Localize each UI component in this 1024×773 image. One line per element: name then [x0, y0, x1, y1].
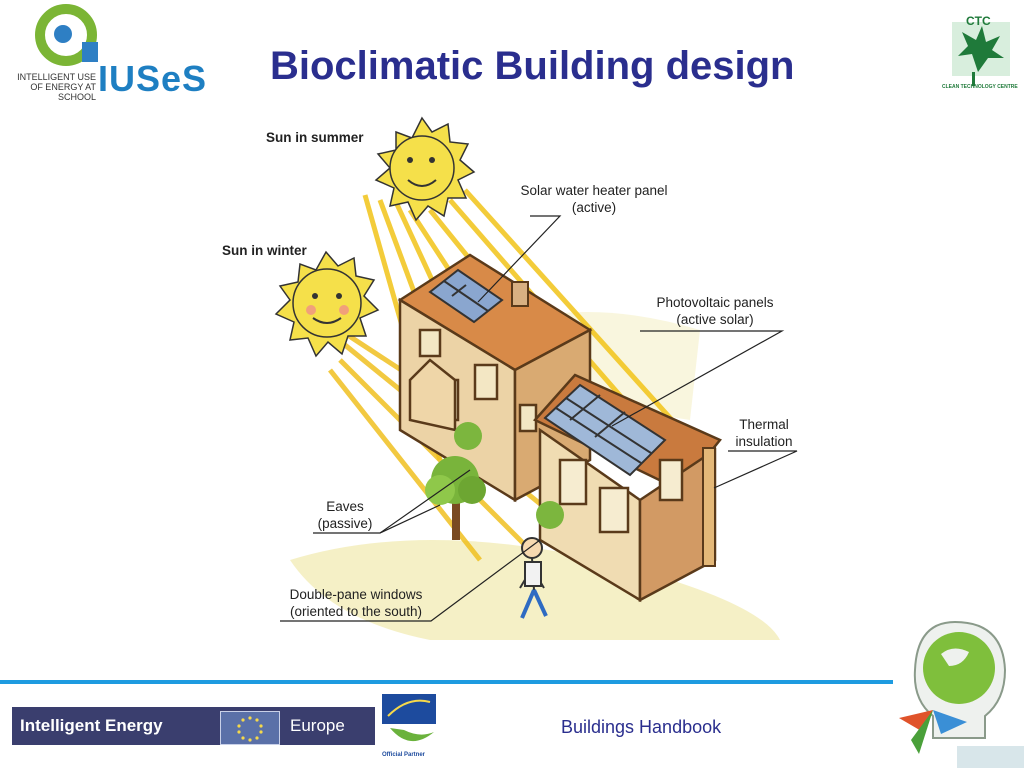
iuses-tagline-1: INTELLIGENT USE [17, 72, 96, 82]
footer-divider [0, 680, 893, 684]
partner-logo [380, 692, 438, 750]
label-photovoltaic-line2: (active solar) [676, 312, 754, 327]
intelligent-energy-banner [12, 707, 375, 745]
label-thermal-insulation-line1: Thermal [739, 417, 789, 432]
label-photovoltaic-line1: Photovoltaic panels [656, 295, 774, 310]
ctc-logo: CTC CLEAN TECHNOLOGY CENTRE [938, 14, 1018, 94]
globe-bulb-logo [893, 614, 1024, 768]
bioclimatic-house-illustration [274, 116, 798, 640]
label-thermal-insulation: Thermal insulation [728, 416, 800, 450]
label-double-pane-line1: Double-pane windows [289, 587, 423, 602]
label-photovoltaic: Photovoltaic panels (active solar) [645, 294, 785, 328]
footer-handbook-title: Buildings Handbook [561, 717, 722, 737]
tree [425, 456, 486, 540]
winter-sun [274, 250, 380, 358]
label-eaves-line1: Eaves [326, 499, 364, 514]
iuses-q-icon [35, 4, 98, 66]
label-thermal-insulation-line2: insulation [735, 434, 793, 449]
ctc-leaf-icon [952, 22, 1010, 86]
label-solar-water-heater-line2: (active) [571, 200, 617, 215]
label-double-pane-windows: Double-pane windows (oriented to the sou… [280, 586, 432, 620]
front-house [408, 358, 722, 603]
label-leader-lines [280, 215, 798, 622]
iuses-wordmark: IUSeS [98, 58, 208, 99]
official-partner-caption: Official Partner [382, 752, 426, 758]
chimney [511, 281, 529, 307]
photovoltaic-panel-array [543, 383, 667, 477]
solar-water-heater-panel [428, 268, 504, 324]
thermal-insulation-strip [702, 447, 716, 567]
europe-text: Europe [290, 716, 345, 735]
label-sun-summer: Sun in summer [266, 130, 364, 145]
label-double-pane-line2: (oriented to the south) [289, 604, 423, 619]
summer-sun [374, 116, 476, 222]
partner-swoosh-icon [382, 694, 436, 742]
label-solar-water-heater: Solar water heater panel (active) [510, 182, 678, 216]
label-eaves: Eaves (passive) [312, 498, 378, 532]
globe-lightbulb-icon [899, 620, 1024, 768]
label-eaves-line2: (passive) [317, 516, 373, 531]
ctc-text: CLEAN TECHNOLOGY CENTRE [942, 84, 1018, 90]
back-house [397, 253, 593, 503]
label-sun-winter: Sun in winter [222, 243, 307, 258]
walking-person [519, 537, 548, 619]
eu-flag-icon [220, 711, 280, 745]
iuses-logo [0, 0, 220, 100]
ctc-badge: CTC [966, 14, 991, 28]
iuses-tagline-2: OF ENERGY AT SCHOOL [30, 82, 96, 102]
label-solar-water-heater-line1: Solar water heater panel [520, 183, 668, 198]
intelligent-energy-text: Intelligent Energy [20, 716, 163, 735]
page-title: Bioclimatic Building design [270, 44, 795, 88]
